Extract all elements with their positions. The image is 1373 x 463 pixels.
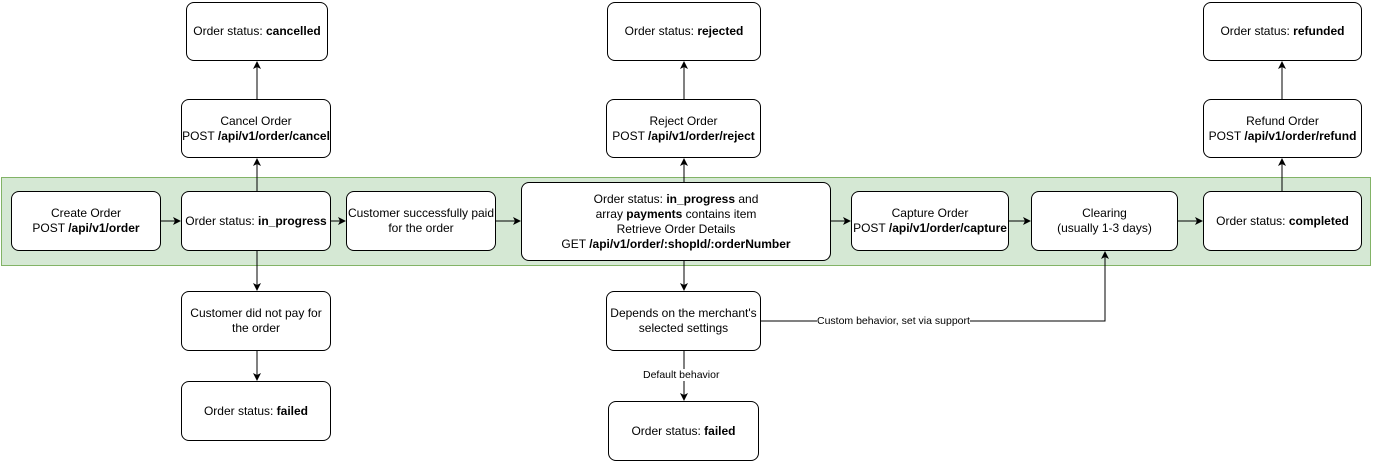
customer-paid-node: Customer successfully paid for the order	[346, 191, 496, 251]
details-l3: Retrieve Order Details	[616, 221, 736, 236]
status-value: in_progress	[258, 213, 327, 228]
details-l1-bold: in_progress	[666, 191, 736, 206]
status-label: Order status:	[193, 24, 266, 38]
clearing-title: Clearing	[1082, 206, 1127, 220]
edge-depends-to-clearing	[761, 251, 1109, 322]
status-label: Order status:	[203, 403, 277, 418]
status-refunded-node: Order status: refunded	[1203, 2, 1362, 61]
cancel-order-node: Cancel Order POST /api/v1/order/cancel	[181, 99, 331, 158]
clearing-node: Clearing (usually 1-3 days)	[1031, 191, 1178, 251]
merchant-settings-line1: Depends on the merchant's	[610, 306, 757, 320]
details-l2-prefix: array	[595, 206, 627, 221]
create-order-endpoint: /api/v1/order	[68, 221, 140, 235]
customer-not-paid-node: Customer did not pay for the order	[181, 291, 331, 351]
status-label: Order status:	[624, 24, 698, 38]
retrieve-details-node: Order status: in_progress and array paym…	[521, 182, 831, 261]
capture-order-node: Capture Order POST /api/v1/order/capture	[851, 191, 1009, 251]
status-label: Order status:	[185, 213, 258, 228]
refund-order-title: Refund Order	[1246, 113, 1319, 128]
details-l1-prefix: Order status:	[593, 191, 667, 206]
reject-order-title: Reject Order	[649, 113, 718, 128]
capture-order-method: POST	[853, 221, 889, 235]
status-value: rejected	[697, 24, 744, 38]
refund-order-node: Refund Order POST /api/v1/order/refund	[1203, 99, 1362, 158]
details-l2-suffix: contains item	[682, 206, 757, 221]
not-paid-line1: Customer did not pay for	[190, 306, 322, 320]
create-order-title: Create Order	[50, 206, 122, 220]
cancel-order-method: POST	[182, 128, 218, 143]
status-label: Order status:	[1220, 24, 1294, 38]
status-value: cancelled	[266, 24, 321, 38]
refund-order-method: POST	[1208, 128, 1245, 143]
status-failed-left-node: Order status: failed	[181, 381, 331, 441]
clearing-duration: (usually 1-3 days)	[1057, 221, 1152, 235]
status-completed-node: Order status: completed	[1203, 191, 1362, 251]
status-value: refunded	[1293, 24, 1345, 38]
customer-paid-line1: Customer successfully paid	[347, 206, 495, 220]
not-paid-line2: the order	[231, 321, 281, 335]
capture-order-endpoint: /api/v1/order/capture	[888, 221, 1007, 235]
status-in-progress-node: Order status: in_progress	[181, 191, 331, 251]
edge-label-custom-behavior: Custom behavior, set via support	[817, 315, 970, 327]
edge-label-default-behavior: Default behavior	[643, 369, 720, 381]
merchant-settings-line2: selected settings	[638, 321, 729, 335]
merchant-settings-node: Depends on the merchant's selected setti…	[606, 291, 761, 351]
reject-order-method: POST	[612, 128, 649, 143]
status-cancelled-node: Order status: cancelled	[186, 2, 328, 61]
status-failed-mid-node: Order status: failed	[608, 401, 759, 461]
status-value: completed	[1288, 213, 1349, 228]
status-label: Order status:	[1216, 213, 1289, 228]
details-l2-bold: payments	[626, 206, 683, 221]
create-order-method: POST	[32, 221, 69, 235]
status-label: Order status:	[631, 423, 705, 438]
capture-order-title: Capture Order	[891, 206, 969, 220]
status-value: failed	[704, 423, 736, 438]
details-l1-suffix: and	[735, 191, 759, 206]
status-rejected-node: Order status: rejected	[607, 2, 761, 61]
create-order-node: Create Order POST /api/v1/order	[11, 191, 161, 251]
status-value: failed	[276, 403, 309, 418]
refund-order-endpoint: /api/v1/order/refund	[1244, 128, 1357, 143]
cancel-order-title: Cancel Order	[220, 113, 292, 128]
reject-order-endpoint: /api/v1/order/reject	[648, 128, 755, 143]
details-l4-endpoint: /api/v1/order/:shopId/:orderNumber	[589, 236, 791, 251]
details-l4-method: GET	[561, 236, 590, 251]
cancel-order-endpoint: /api/v1/order/cancel	[217, 128, 330, 143]
customer-paid-line2: for the order	[388, 221, 454, 235]
reject-order-node: Reject Order POST /api/v1/order/reject	[606, 99, 761, 158]
